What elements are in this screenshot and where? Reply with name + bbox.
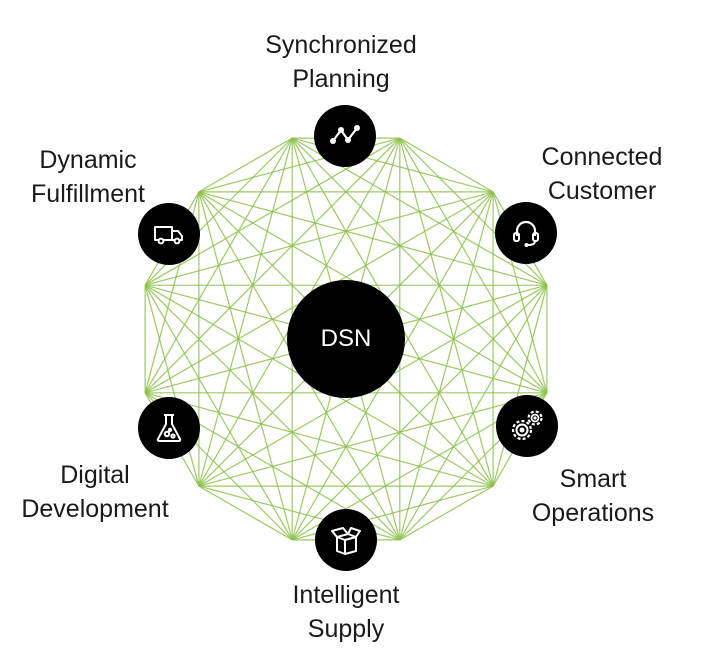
label-intelligent-supply: Intelligent Supply xyxy=(256,578,436,646)
line-graph-icon xyxy=(330,125,360,144)
hub-dsn: DSN xyxy=(287,280,405,398)
label-dynamic-fulfillment: Dynamic Fulfillment xyxy=(0,143,176,211)
gears-icon xyxy=(511,410,543,441)
flask-icon xyxy=(156,414,182,442)
mesh-line xyxy=(144,392,494,487)
headset-icon xyxy=(513,220,539,247)
mesh-line xyxy=(198,191,293,541)
label-line: Intelligent xyxy=(292,581,400,609)
label-line: Fulfillment xyxy=(31,180,145,208)
label-digital-development: Digital Development xyxy=(5,458,185,526)
hub-label: DSN xyxy=(320,325,372,352)
mesh-line xyxy=(198,485,293,541)
node-intelligent-supply xyxy=(315,509,377,571)
mesh-line xyxy=(399,137,494,193)
mesh-line xyxy=(198,191,548,286)
mesh-line xyxy=(198,137,293,487)
node-connected-customer xyxy=(495,202,557,264)
label-line: Customer xyxy=(547,177,657,205)
label-line: Operations xyxy=(531,499,655,527)
truck-icon xyxy=(154,226,183,245)
label-line: Development xyxy=(21,495,169,523)
label-line: Dynamic xyxy=(39,146,137,174)
node-digital-development xyxy=(138,397,200,459)
mesh-line xyxy=(291,137,548,394)
label-line: Synchronized xyxy=(265,31,417,59)
open-box-icon xyxy=(331,527,361,555)
label-synchronized-planning: Synchronized Planning xyxy=(241,28,441,96)
mesh-line xyxy=(198,137,293,193)
node-synchronized-planning xyxy=(314,105,376,167)
node-smart-operations xyxy=(496,395,558,457)
label-line: Smart xyxy=(559,465,627,493)
label-line: Supply xyxy=(307,615,385,643)
node-dynamic-fulfillment xyxy=(138,203,200,265)
label-connected-customer: Connected Customer xyxy=(512,140,692,208)
mesh-line xyxy=(144,284,401,541)
mesh-line xyxy=(144,285,200,487)
label-line: Digital xyxy=(60,461,130,489)
label-line: Connected xyxy=(541,143,663,171)
label-smart-operations: Smart Operations xyxy=(508,462,678,530)
label-line: Planning xyxy=(292,65,390,93)
mesh-line xyxy=(144,137,293,394)
mesh-line xyxy=(399,485,494,541)
